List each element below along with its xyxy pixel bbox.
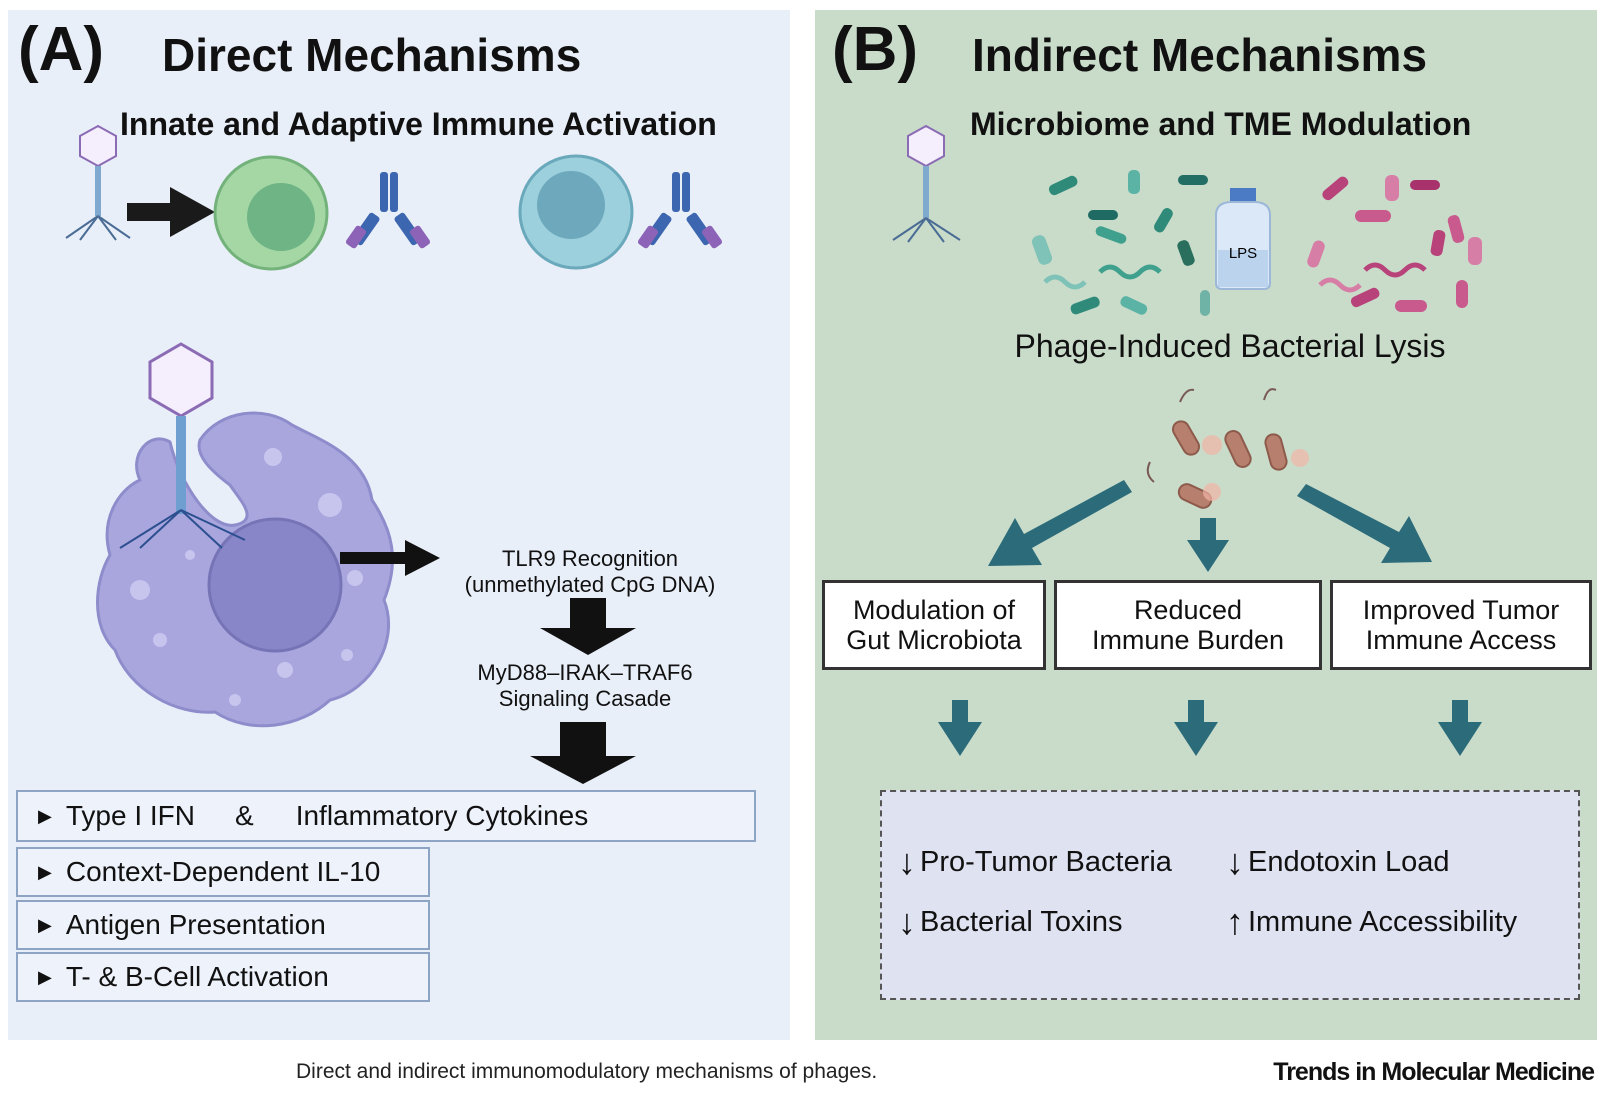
down-arrow-icon: ↓: [1226, 841, 1244, 882]
signaling-arrow: [540, 598, 636, 655]
arrow-to-gut-microbiota: [988, 480, 1132, 566]
signaling-cascade-label: MyD88–IRAK–TRAF6 Signaling Casade: [477, 660, 693, 711]
bullet-triangle-icon: ▶: [38, 966, 52, 987]
panel-a-letter: (A): [18, 15, 105, 84]
panel-a-subtitle: Innate and Adaptive Immune Activation: [120, 106, 717, 142]
down-arrow-icon: ↓: [898, 901, 916, 942]
bacterial-lysis-label: Phage-Induced Bacterial Lysis: [1014, 328, 1446, 364]
cytokine-arrow: [530, 722, 636, 784]
bacteria-cluster-pink: [1307, 175, 1482, 312]
immune-cell-blue: [518, 154, 634, 270]
lps-bottle-icon: [1215, 188, 1271, 290]
outcome-box: ▶ T- & B-Cell Activation: [16, 952, 430, 1002]
panel-b-subtitle: Microbiome and TME Modulation: [970, 106, 1472, 142]
effect-item: ↑ Immune Accessibility: [1226, 901, 1518, 942]
lysing-bacteria-icon: [1146, 388, 1288, 509]
activation-arrow: [127, 187, 215, 237]
lysis-burst-icon: [1202, 435, 1309, 501]
outcome-box: ▶ Context-Dependent IL-10: [16, 847, 430, 897]
figure-caption: Direct and indirect immunomodulatory mec…: [296, 1060, 878, 1083]
effect-item: ↓ Bacterial Toxins: [898, 901, 1123, 942]
phage-icon-large: [119, 342, 246, 549]
lps-label: LPS: [1229, 245, 1257, 262]
arrow-to-immune-burden: [1187, 518, 1229, 572]
journal-logo: Trends in Molecular Medicine: [1273, 1058, 1595, 1086]
phage-icon-small-a: [65, 124, 131, 241]
arrow-to-tumor-access: [1297, 484, 1432, 563]
outcome-box: ▶ Antigen Presentation: [16, 900, 430, 950]
bullet-triangle-icon: ▶: [38, 805, 52, 826]
up-arrow-icon: ↑: [1226, 901, 1244, 942]
antibody-icon-2: [637, 172, 723, 249]
ampersand: &: [235, 800, 254, 831]
down-arrow-1: [938, 700, 982, 756]
bacteria-cluster-teal: [1031, 170, 1210, 316]
bullet-triangle-icon: ▶: [38, 914, 52, 935]
tlr9-recognition-label: TLR9 Recognition (unmethylated CpG DNA): [464, 546, 716, 597]
antibody-icon-1: [345, 172, 431, 249]
outcome-label: Context-Dependent IL-10: [65, 856, 381, 887]
down-arrow-icon: ↓: [898, 841, 916, 882]
inflammatory-cytokines-label: Inflammatory Cytokines: [295, 800, 589, 831]
macrophage-cell: [96, 411, 395, 728]
cytokine-box: ▶ Type I IFN & Inflammatory Cytokines: [16, 790, 756, 842]
effect-item: ↓ Pro-Tumor Bacteria: [898, 841, 1172, 882]
panel-b-letter: (B): [832, 15, 919, 84]
outcome-label: Antigen Presentation: [65, 909, 326, 940]
down-arrow-3: [1438, 700, 1482, 756]
effects-box: [880, 790, 1580, 1000]
immune-cell-green: [213, 155, 329, 271]
type1-ifn-label: Type I IFN: [65, 800, 195, 831]
outcome-label: T- & B-Cell Activation: [65, 961, 329, 992]
panel-b-title: Indirect Mechanisms: [972, 29, 1428, 81]
panel-a-title: Direct Mechanisms: [162, 29, 582, 81]
bullet-triangle-icon: ▶: [38, 861, 52, 882]
phage-icon-small-b: [892, 124, 961, 243]
effect-item: ↓ Endotoxin Load: [1226, 841, 1450, 882]
tlr9-arrow: [340, 540, 440, 576]
down-arrow-2: [1174, 700, 1218, 756]
